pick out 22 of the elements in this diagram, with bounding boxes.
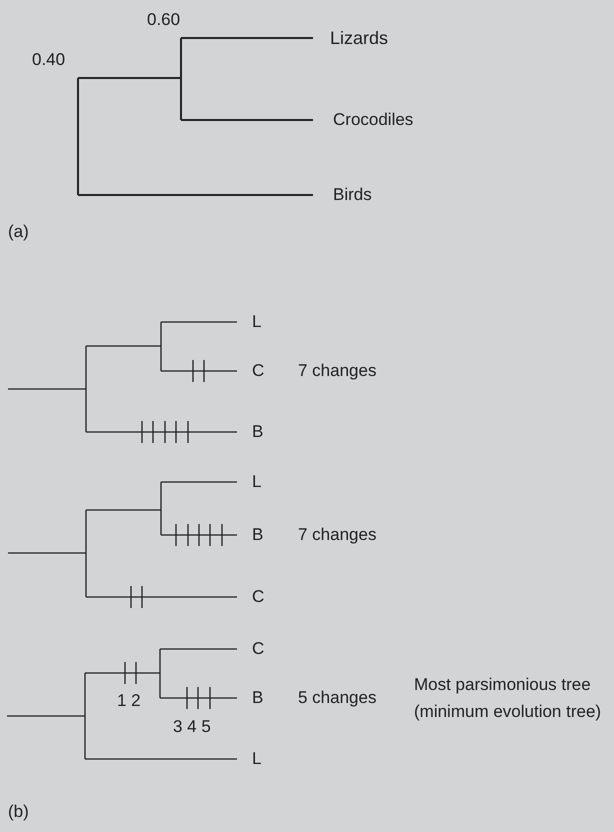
tree-label: B	[252, 688, 264, 708]
tree-label: C	[252, 587, 264, 607]
tree-label: 0.40	[32, 50, 66, 70]
tree-label: L	[252, 749, 262, 769]
tree-label: Most parsimonious tree (minimum evolution tree)	[414, 674, 602, 723]
tree-label: Lizards	[330, 28, 388, 48]
tree-label: 3 4 5	[173, 717, 211, 737]
tree-label: B	[252, 422, 264, 442]
tree-label: L	[252, 472, 262, 492]
tree-label: 5 changes	[298, 688, 376, 708]
tree-label: 7 changes	[298, 525, 376, 545]
tree-label: Birds	[333, 185, 372, 205]
tree-label: 1 2	[117, 691, 141, 711]
tree-label: (a)	[8, 222, 29, 242]
tree-label: 0.60	[147, 10, 180, 30]
tree-label: C	[252, 639, 264, 659]
tree-label: 7 changes	[298, 361, 376, 381]
tree-label: (b)	[8, 802, 29, 822]
tree-label: B	[252, 525, 264, 545]
tree-label: L	[252, 312, 262, 332]
tree-label: Crocodiles	[333, 110, 414, 130]
tree-label: C	[252, 361, 264, 381]
